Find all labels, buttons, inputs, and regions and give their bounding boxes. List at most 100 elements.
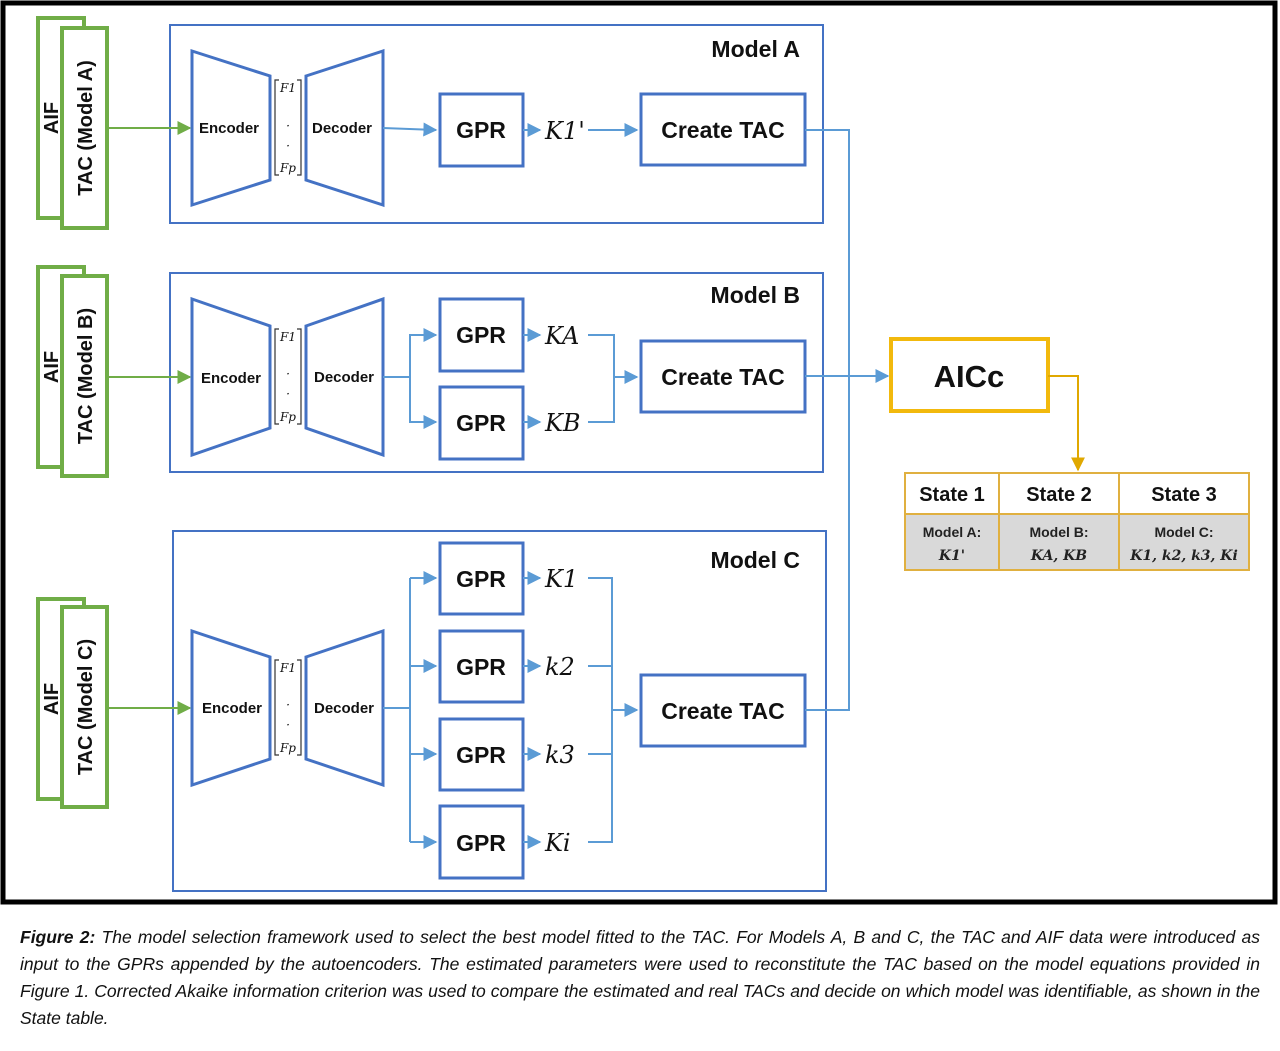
gpr-box xyxy=(438,385,525,461)
state-3-header: State 3 xyxy=(1151,484,1217,506)
figure-caption: Figure 2: The model selection framework … xyxy=(20,924,1260,1032)
latent-dots: · xyxy=(286,718,290,732)
gpr-label: GPR xyxy=(456,117,506,143)
state-3-params: K1, k2, k3, Ki xyxy=(1129,548,1238,564)
state-1-model: Model A: xyxy=(923,524,982,540)
flow-connector xyxy=(588,577,613,843)
gpr-label: GPR xyxy=(456,566,506,592)
model-b-panel: Model B AIF TAC (Model B) Encoder Decode… xyxy=(36,265,824,478)
model-a-panel: Model A AIF TAC (Model A) Encoder Decode… xyxy=(36,16,824,230)
decoder-shape xyxy=(304,628,385,788)
model-c-to-aicc-connector xyxy=(805,376,850,711)
latent-dots: · xyxy=(286,119,290,133)
encoder-label: Encoder xyxy=(201,370,261,387)
tac-input-card xyxy=(60,605,109,809)
model-b-box xyxy=(169,272,824,473)
encoder-shape xyxy=(190,48,272,208)
flow-connector xyxy=(383,578,411,709)
param-label: k2 xyxy=(545,653,575,681)
model-a-to-aicc-connector xyxy=(805,129,850,376)
decoder-label: Decoder xyxy=(312,120,372,137)
latent-vector: F1 · · Fp xyxy=(274,328,302,425)
gpr-box xyxy=(438,804,525,880)
param-label: Ki xyxy=(544,829,571,857)
gpr-box xyxy=(438,717,525,792)
latent-vector: F1 · · Fp xyxy=(274,659,302,756)
aif-label: AIF xyxy=(41,683,63,715)
model-a-title: Model A xyxy=(711,36,800,62)
aif-label: AIF xyxy=(41,351,63,383)
model-a-input-stack: AIF TAC (Model A) xyxy=(36,16,109,230)
model-b-title: Model B xyxy=(711,282,800,308)
latent-bottom-label: Fp xyxy=(279,741,296,755)
framework-diagram: Model A AIF TAC (Model A) Encoder Decode… xyxy=(0,0,1278,905)
gpr-label: GPR xyxy=(456,830,506,856)
flow-connector xyxy=(409,377,438,429)
latent-dots: · xyxy=(286,367,290,381)
decoder-shape xyxy=(304,296,385,458)
gpr-box xyxy=(438,541,525,616)
encoder-shape xyxy=(190,296,272,458)
model-c-input-stack: AIF TAC (Model C) xyxy=(36,597,109,809)
outer-frame xyxy=(0,0,1278,905)
tac-label: TAC (Model C) xyxy=(75,639,97,775)
tac-label: TAC (Model B) xyxy=(75,308,97,444)
tac-label: TAC (Model A) xyxy=(75,60,97,196)
create-tac-box xyxy=(639,339,807,414)
aicc-label: AICc xyxy=(934,359,1005,394)
latent-top-label: F1 xyxy=(279,81,296,95)
gpr-label: GPR xyxy=(456,410,506,436)
latent-dots: · xyxy=(286,387,290,401)
state-2-header: State 2 xyxy=(1026,484,1092,506)
param-label: KA xyxy=(544,322,579,350)
encoder-shape xyxy=(190,628,272,788)
create-tac-label: Create TAC xyxy=(661,698,785,724)
caption-text: The model selection framework used to se… xyxy=(20,927,1260,1028)
flow-connector xyxy=(383,328,438,378)
model-a-box xyxy=(169,24,824,224)
gpr-label: GPR xyxy=(456,322,506,348)
latent-vector: F1 · · Fp xyxy=(274,79,302,176)
param-label: K1' xyxy=(544,117,585,145)
decoder-shape xyxy=(304,48,385,208)
state-table: State 1 State 2 State 3 Model A: Model B… xyxy=(904,472,1250,571)
gpr-box xyxy=(438,629,525,704)
encoder-label: Encoder xyxy=(202,700,262,717)
param-label: KB xyxy=(544,409,581,437)
aicc-box xyxy=(889,337,1050,413)
param-label: k3 xyxy=(545,741,575,769)
tac-input-card xyxy=(60,274,109,478)
caption-label: Figure 2: xyxy=(20,927,96,947)
state-1-header: State 1 xyxy=(919,484,985,506)
decoder-label: Decoder xyxy=(314,369,374,386)
state-2-params: KA, KB xyxy=(1030,548,1087,564)
state-table-body-row xyxy=(904,513,1250,571)
latent-top-label: F1 xyxy=(279,661,296,675)
create-tac-box xyxy=(639,673,807,748)
tac-input-card xyxy=(60,26,109,230)
latent-top-label: F1 xyxy=(279,330,296,344)
encoder-label: Encoder xyxy=(199,120,259,137)
state-2-model: Model B: xyxy=(1029,524,1088,540)
model-b-input-stack: AIF TAC (Model B) xyxy=(36,265,109,478)
create-tac-label: Create TAC xyxy=(661,364,785,390)
latent-dots: · xyxy=(286,139,290,153)
create-tac-label: Create TAC xyxy=(661,117,785,143)
state-1-params: K1' xyxy=(938,548,965,564)
latent-dots: · xyxy=(286,698,290,712)
decoder-label: Decoder xyxy=(314,700,374,717)
gpr-label: GPR xyxy=(456,654,506,680)
latent-bottom-label: Fp xyxy=(279,161,296,175)
gpr-box xyxy=(438,297,525,373)
param-label: K1 xyxy=(544,565,578,593)
aif-label: AIF xyxy=(41,102,63,134)
gpr-label: GPR xyxy=(456,742,506,768)
model-c-panel: Model C AIF TAC (Model C) Encoder Decode… xyxy=(36,530,827,892)
state-3-model: Model C: xyxy=(1154,524,1213,540)
model-c-title: Model C xyxy=(711,547,800,573)
flow-connector xyxy=(588,334,615,423)
latent-bottom-label: Fp xyxy=(279,410,296,424)
flow-arrow xyxy=(382,122,438,137)
state-table-header-row xyxy=(904,472,1250,515)
aicc-to-table-arrow xyxy=(1048,375,1085,472)
